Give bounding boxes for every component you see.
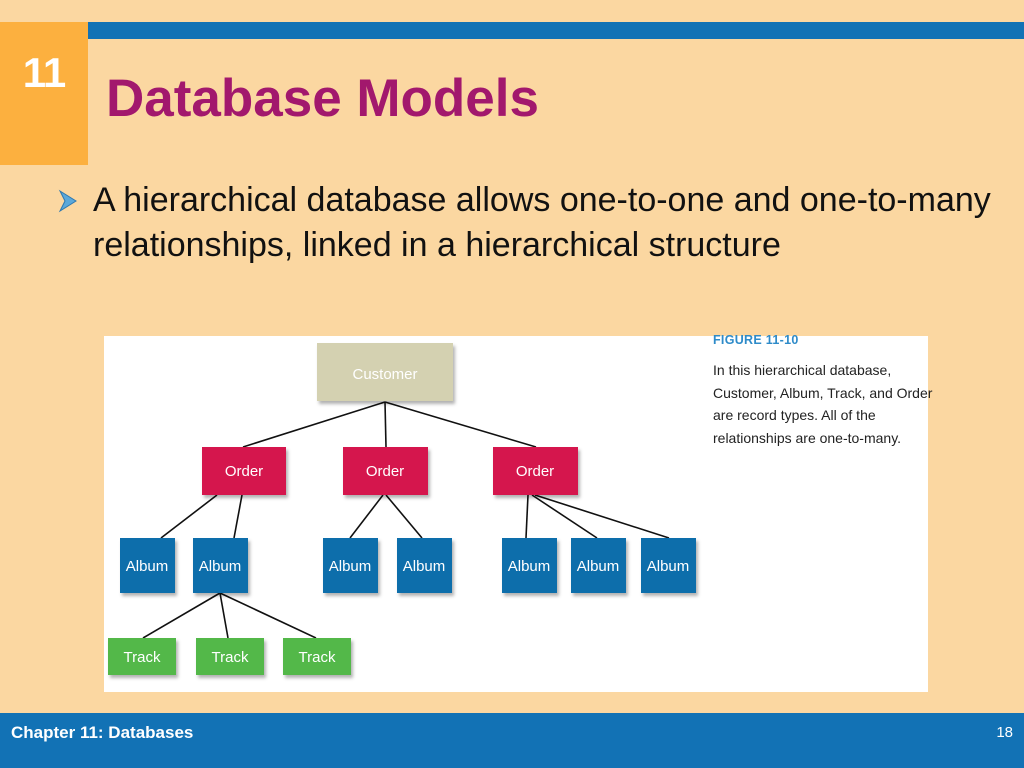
figure-panel: Customer Order Order Order Album Album A… [104,336,928,692]
album-node: Album [641,538,696,593]
track-node: Track [196,638,264,675]
album-node: Album [193,538,248,593]
album-label: Album [199,558,242,575]
order-label: Order [516,463,554,480]
album-label: Album [577,558,620,575]
album-node: Album [397,538,452,593]
bullet-arrow-icon [58,189,77,213]
order-label: Order [366,463,404,480]
connector-lines [142,401,670,639]
track-node: Track [108,638,176,675]
album-label: Album [126,558,169,575]
album-node: Album [502,538,557,593]
customer-node: Customer [317,343,453,401]
hierarchy-diagram: Customer Order Order Order Album Album A… [108,343,696,675]
top-accent-bar [88,22,1024,39]
chapter-number: 11 [22,49,66,96]
figure-caption-body: In this hierarchical database, Customer,… [713,362,933,446]
bullet-text: A hierarchical database allows one-to-on… [93,181,991,264]
page-number: 18 [996,724,1013,741]
album-node: Album [571,538,626,593]
figure-caption-title: FIGURE 11-10 [713,333,799,347]
album-label: Album [647,558,690,575]
slide-title: Database Models [106,69,539,128]
album-label: Album [403,558,446,575]
track-label: Track [299,649,336,666]
album-node: Album [323,538,378,593]
top-strip [0,0,1024,22]
order-node: Order [493,447,578,495]
order-node: Order [202,447,286,495]
track-label: Track [124,649,161,666]
order-node: Order [343,447,428,495]
track-node: Track [283,638,351,675]
footer-bar [0,713,1024,768]
footer-chapter-label: Chapter 11: Databases [11,723,194,742]
chapter-tab [0,22,88,165]
album-label: Album [508,558,551,575]
order-label: Order [225,463,263,480]
customer-label: Customer [352,366,417,383]
album-node: Album [120,538,175,593]
album-label: Album [329,558,372,575]
track-label: Track [212,649,249,666]
